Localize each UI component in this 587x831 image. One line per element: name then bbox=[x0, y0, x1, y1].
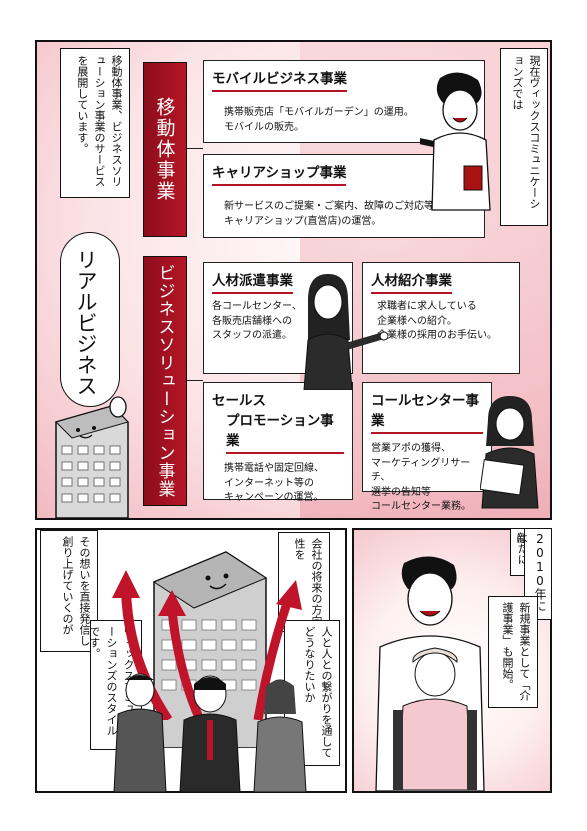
mobile-division-label: 移動体事業 bbox=[143, 62, 187, 237]
sales-promotion-desc1: 携帯電話や固定回線、 bbox=[224, 463, 324, 474]
red-arrow-right-icon bbox=[248, 580, 308, 724]
bubble-future: 会社の将来の方向性を bbox=[278, 532, 330, 632]
employee-group-icon bbox=[110, 670, 340, 796]
building-character-icon bbox=[52, 400, 132, 519]
building-hand-icon bbox=[108, 395, 128, 419]
call-center-title: コールセンター事業 bbox=[371, 389, 483, 434]
staffing-desc1: 各コールセンター、 bbox=[212, 301, 302, 312]
elderly-woman-wheelchair-icon bbox=[385, 640, 485, 794]
bubble-create: その想いを直接発信し創り上げていくのが bbox=[40, 530, 98, 652]
mobile-business-box: モバイルビジネス事業 携帯販売店「モバイルガーデン」の運用。 モバイルの販売。 bbox=[203, 60, 485, 143]
bubble-create-text: その想いを直接発信し創り上げていくのが bbox=[60, 536, 91, 646]
carrier-shop-desc2: キャリアショップ(直営店)の運営。 bbox=[224, 215, 382, 227]
call-center-desc1: 営業アポの獲得、 bbox=[371, 443, 451, 454]
red-arrow-mid-icon bbox=[150, 590, 210, 724]
call-center-desc3: 選挙の告知等 bbox=[371, 486, 431, 498]
caption-current-text: 現在ヴィックスコミュニケーションズでは bbox=[510, 55, 541, 209]
sales-promotion-title1: セールス bbox=[212, 393, 266, 409]
recruiting-box: 人材紹介事業 求職者に求人している 企業様への紹介。 企業様の採用のお手伝い。 bbox=[362, 262, 520, 374]
sales-promotion-desc2: インターネット等の bbox=[224, 477, 314, 489]
staffing-title: 人材派遣事業 bbox=[212, 269, 293, 294]
recruiting-title: 人材紹介事業 bbox=[371, 269, 452, 294]
caption-year-text: 2010年には bbox=[514, 532, 547, 612]
call-center-box: コールセンター事業 営業アポの獲得、 マーケティングリサーチ、 選挙の告知等 コ… bbox=[362, 382, 492, 512]
caption-services: 移動体事業、ビジネスソリューション事業のサービスを展開しています。 bbox=[60, 48, 130, 198]
woman-headset-icon bbox=[479, 392, 548, 516]
connector-solution bbox=[187, 380, 203, 381]
sales-promotion-desc3: キャンペーンの運営。 bbox=[224, 492, 324, 503]
mobile-business-desc1: 携帯販売店「モバイルガーデン」の運用。 bbox=[224, 107, 414, 118]
business-solution-division-label: ビジネスソリューション事業 bbox=[143, 256, 187, 506]
staffing-desc2: 各販売店舗様への bbox=[212, 315, 292, 327]
red-arrow-left-icon bbox=[108, 570, 178, 724]
bubble-future-text: 会社の将来の方向性を bbox=[292, 538, 323, 626]
recruiting-desc3: 企業様の採用のお手伝い。 bbox=[377, 330, 497, 341]
caption-services-text: 移動体事業、ビジネスソリューション事業のサービスを展開しています。 bbox=[75, 55, 123, 187]
connector-mobile bbox=[187, 148, 203, 149]
recruiting-desc2: 企業様への紹介。 bbox=[377, 315, 457, 327]
sales-promotion-title2: プロモーション事業 bbox=[226, 409, 344, 454]
carrier-shop-title: キャリアショップ事業 bbox=[212, 161, 347, 186]
big-building-icon bbox=[150, 548, 270, 752]
caption-care-business: 新規事業として「介護事業」も開始。 bbox=[488, 596, 538, 708]
mobile-business-desc2: モバイルの販売。 bbox=[224, 121, 304, 133]
woman-presenter-icon bbox=[298, 270, 389, 394]
staffing-desc3: スタッフの派遣。 bbox=[212, 330, 292, 341]
call-center-desc2: マーケティングリサーチ、 bbox=[371, 457, 471, 484]
mobile-business-title: モバイルビジネス事業 bbox=[212, 67, 347, 92]
real-business-text: リアルビジネス bbox=[74, 249, 98, 396]
bubble-people-text: 人と人との繋がりを通してどうなりたいか bbox=[302, 626, 333, 758]
sales-promotion-box: セールス プロモーション事業 携帯電話や固定回線、 インターネット等の キャンペ… bbox=[203, 382, 353, 503]
caption-current: 現在ヴィックスコミュニケーションズでは bbox=[500, 48, 548, 226]
real-business-bubble: リアルビジネス bbox=[60, 232, 120, 407]
call-center-desc4: コールセンター業務。 bbox=[371, 501, 471, 512]
caption-care-business-text: 新規事業として「介護事業」も開始。 bbox=[500, 602, 531, 701]
man-presenter-icon bbox=[413, 70, 500, 224]
recruiting-desc1: 求職者に求人している bbox=[377, 301, 477, 312]
carrier-shop-desc1: 新サービスのご提案・ご案内、故障のご対応等 bbox=[224, 201, 434, 212]
